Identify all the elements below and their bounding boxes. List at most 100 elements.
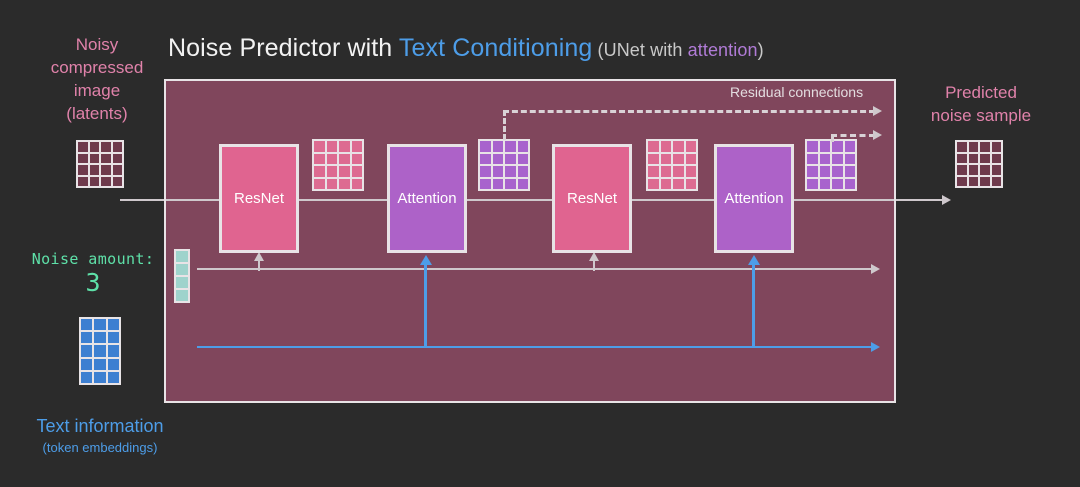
grid-cell — [101, 165, 111, 175]
predicted-label-line-2: noise sample — [930, 106, 1032, 125]
grid-cell — [94, 358, 106, 370]
grid-cell — [176, 290, 188, 301]
grid-cell — [351, 166, 362, 177]
grid-cell — [673, 141, 684, 152]
grid-cell — [101, 142, 111, 152]
grid-cell — [968, 176, 978, 186]
grid-cell — [480, 141, 491, 152]
latents-label-line-4: (latents) — [66, 104, 128, 123]
grid-cell — [492, 153, 503, 164]
grid-cell — [351, 178, 362, 189]
grid-cell — [81, 371, 93, 383]
grid-cell — [991, 176, 1001, 186]
grid-cell — [326, 178, 337, 189]
grid-cell — [480, 153, 491, 164]
grid-cell — [957, 142, 967, 152]
grid-cell — [176, 277, 188, 288]
grid-cell — [968, 153, 978, 163]
grid-cell — [326, 153, 337, 164]
grid-cell — [660, 166, 671, 177]
grid-cell — [685, 166, 696, 177]
input-line — [120, 199, 166, 201]
grid-cell — [991, 165, 1001, 175]
grid-cell — [685, 141, 696, 152]
latents-label-line-2: compressed — [50, 58, 144, 77]
timestep-branch-1-arrow-icon — [254, 252, 264, 261]
grid-cell — [807, 178, 818, 189]
latents-grid — [76, 140, 124, 188]
grid-cell — [176, 264, 188, 275]
noise-amount-label: Noise amount: — [31, 250, 155, 268]
block-attention-1[interactable]: Attention — [387, 144, 467, 253]
predicted-noise-grid — [955, 140, 1003, 188]
grid-cell — [81, 345, 93, 357]
grid-cell — [648, 166, 659, 177]
noise-amount-tokens-grid — [174, 249, 190, 303]
timestep-conditioning-line — [197, 268, 873, 270]
timestep-branch-2-line — [593, 259, 595, 271]
grid-cell — [351, 141, 362, 152]
grid-cell — [832, 141, 843, 152]
grid-cell — [660, 141, 671, 152]
text-information-subtitle: (token embeddings) — [42, 440, 158, 455]
grid-cell — [807, 153, 818, 164]
timestep-line-arrow-icon — [871, 264, 880, 274]
feature-grid-after-resnet-2 — [646, 139, 698, 191]
grid-cell — [832, 178, 843, 189]
grid-cell — [326, 166, 337, 177]
grid-cell — [832, 153, 843, 164]
grid-cell — [81, 332, 93, 344]
grid-cell — [517, 141, 528, 152]
block-attention-2[interactable]: Attention — [714, 144, 794, 253]
grid-cell — [517, 153, 528, 164]
grid-cell — [89, 153, 99, 163]
grid-cell — [107, 345, 119, 357]
text-branch-1-line — [424, 263, 427, 347]
text-branch-1-arrow-icon — [420, 255, 432, 265]
page-title: Noise Predictor with Text Conditioning (… — [168, 34, 764, 63]
grid-cell — [314, 141, 325, 152]
grid-cell — [107, 332, 119, 344]
grid-cell — [648, 153, 659, 164]
latents-label: Noisy compressed image (latents) — [32, 33, 162, 125]
text-branch-2-arrow-icon — [748, 255, 760, 265]
main-data-path — [166, 199, 894, 201]
grid-cell — [980, 142, 990, 152]
grid-cell — [505, 166, 516, 177]
grid-cell — [648, 178, 659, 189]
grid-cell — [819, 166, 830, 177]
grid-cell — [957, 165, 967, 175]
predicted-noise-label: Predicted noise sample — [906, 81, 1056, 127]
grid-cell — [648, 141, 659, 152]
block-resnet-2[interactable]: ResNet — [552, 144, 632, 253]
grid-cell — [980, 176, 990, 186]
grid-cell — [492, 166, 503, 177]
grid-cell — [819, 153, 830, 164]
grid-cell — [673, 178, 684, 189]
residual-1-arrow-icon — [873, 106, 882, 116]
grid-cell — [685, 178, 696, 189]
grid-cell — [517, 178, 528, 189]
timestep-branch-2-arrow-icon — [589, 252, 599, 261]
grid-cell — [660, 153, 671, 164]
grid-cell — [844, 166, 855, 177]
grid-cell — [339, 153, 350, 164]
grid-cell — [351, 153, 362, 164]
grid-cell — [89, 176, 99, 186]
block-resnet-1-label: ResNet — [233, 190, 285, 207]
residual-1-vertical — [503, 110, 506, 140]
grid-cell — [339, 141, 350, 152]
predicted-label-line-1: Predicted — [945, 83, 1017, 102]
grid-cell — [101, 153, 111, 163]
grid-cell — [94, 319, 106, 331]
grid-cell — [101, 176, 111, 186]
grid-cell — [673, 166, 684, 177]
residual-2-arrow-icon — [873, 130, 882, 140]
grid-cell — [81, 358, 93, 370]
title-highlight: Text Conditioning — [398, 34, 593, 62]
grid-cell — [78, 153, 88, 163]
block-resnet-1[interactable]: ResNet — [219, 144, 299, 253]
grid-cell — [807, 166, 818, 177]
grid-cell — [107, 371, 119, 383]
